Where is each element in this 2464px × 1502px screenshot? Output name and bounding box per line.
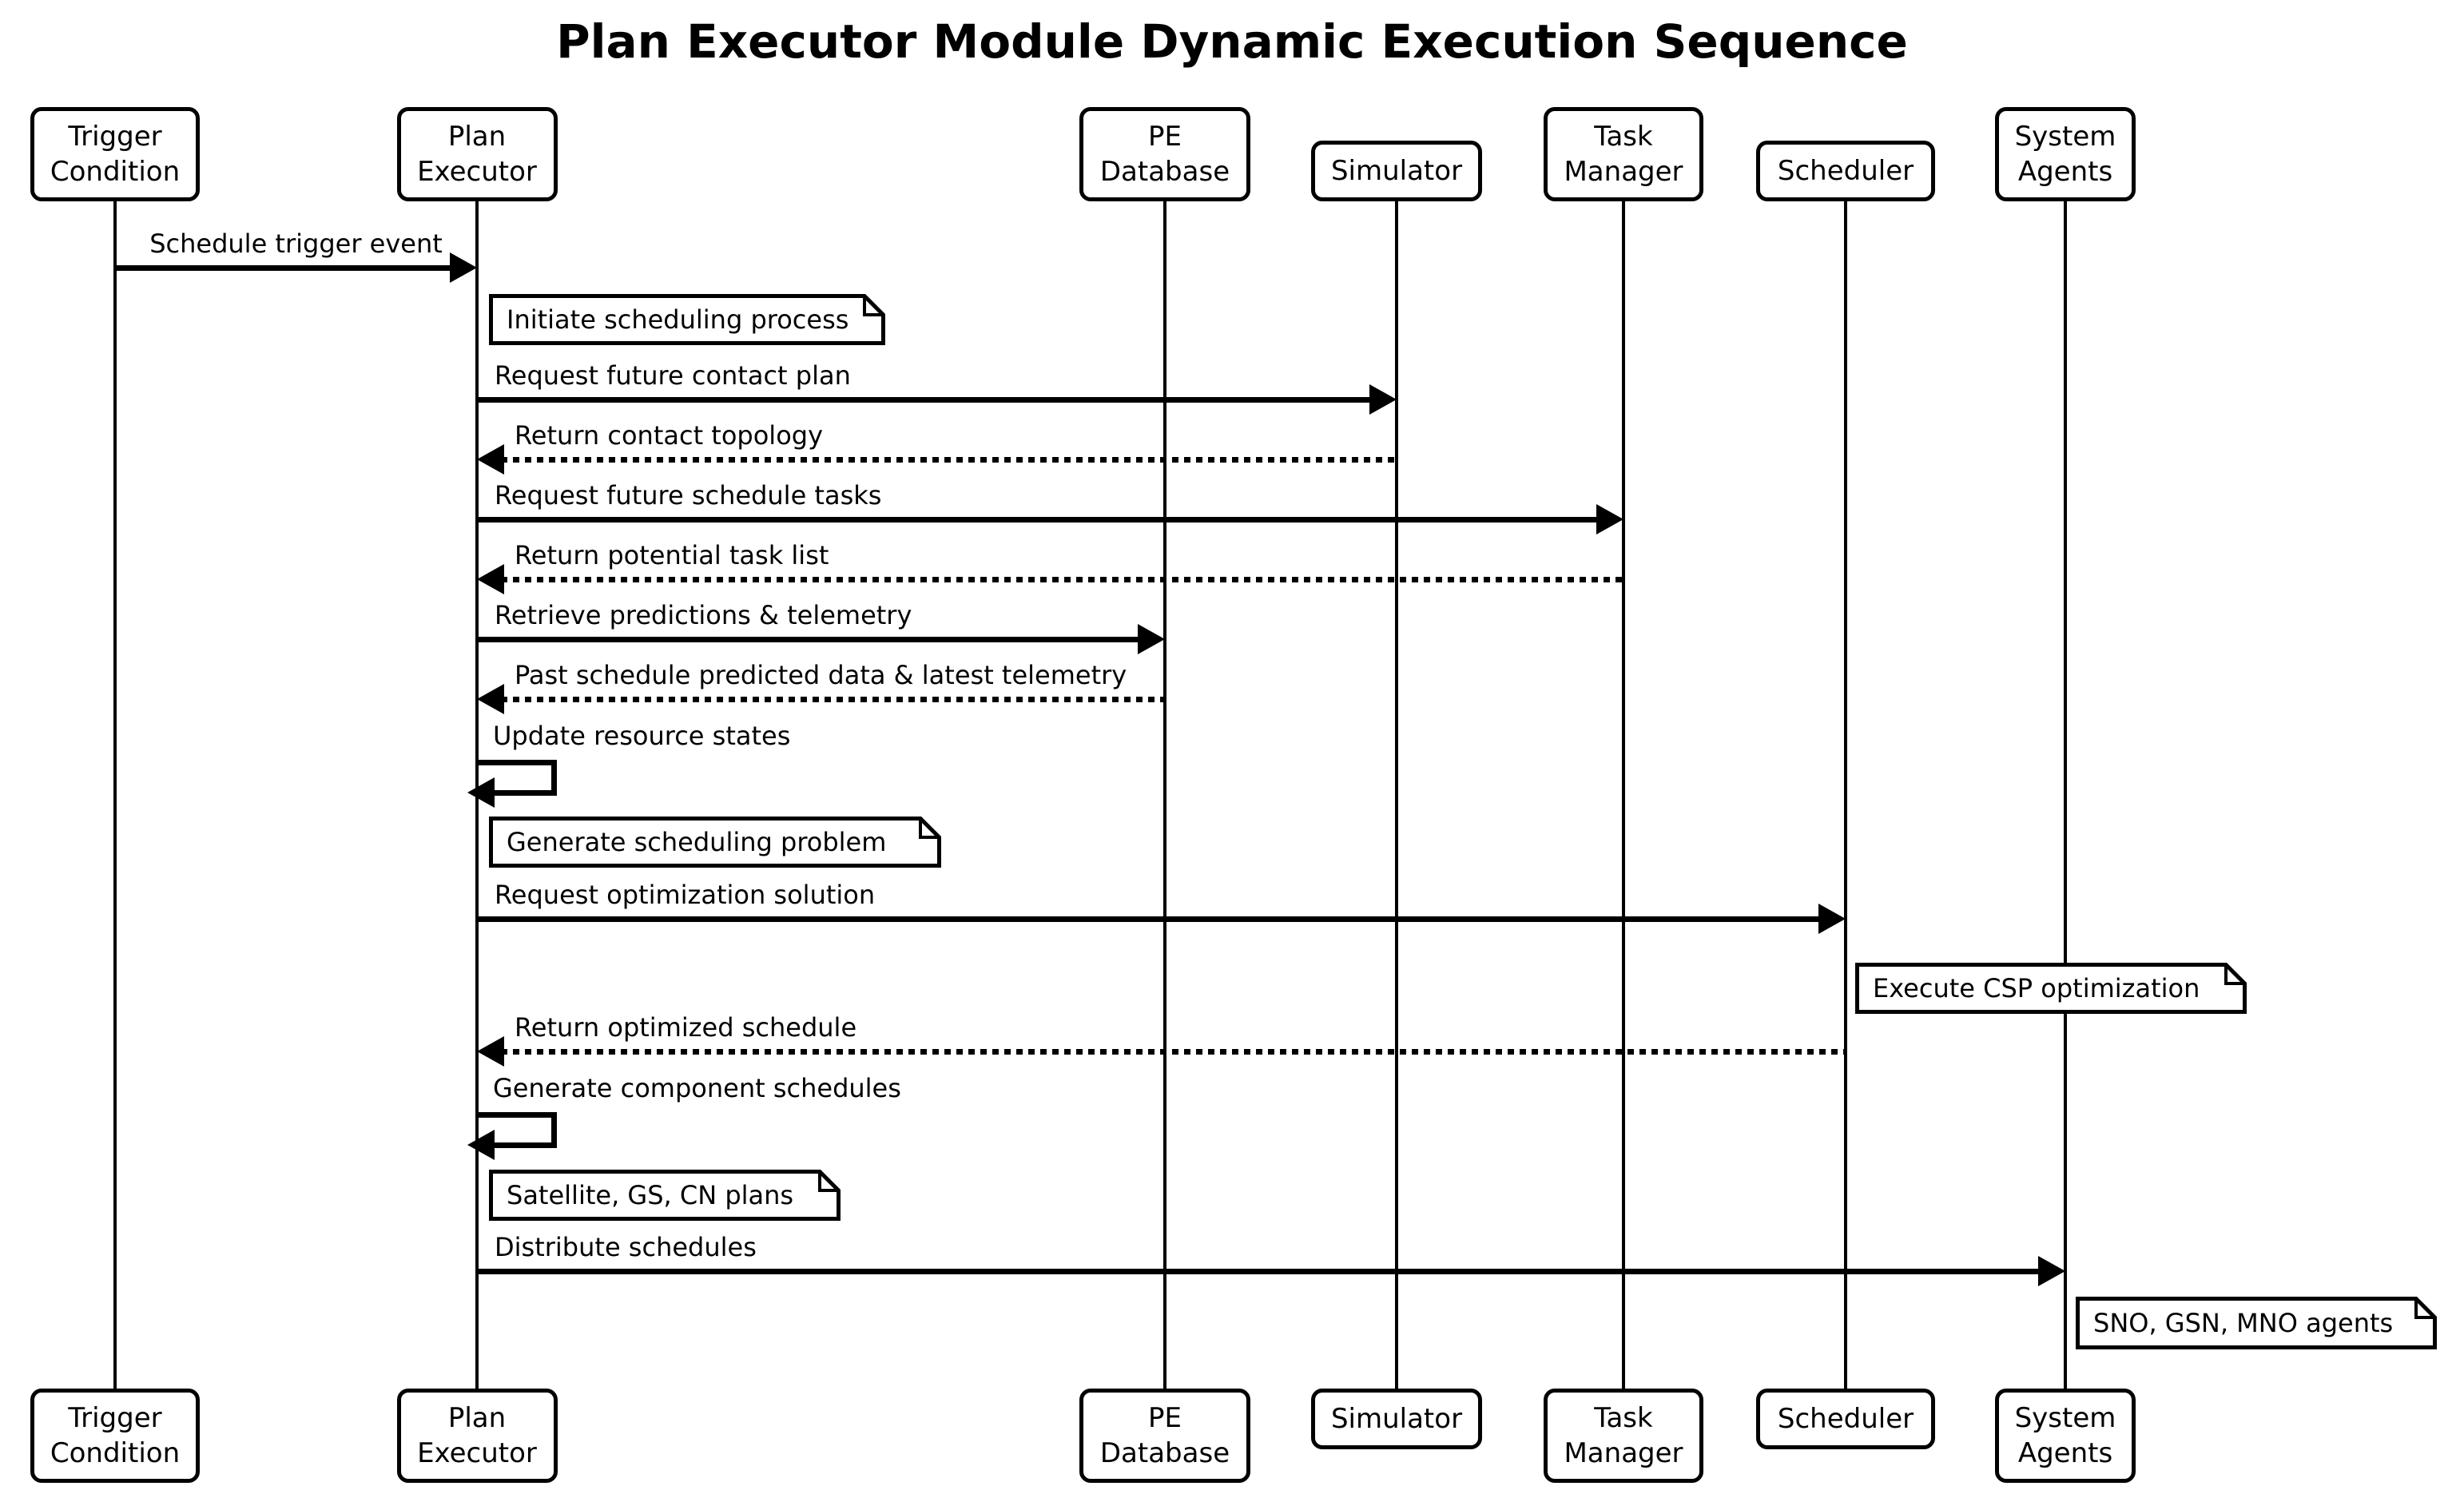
message-label: Past schedule predicted data & latest te… bbox=[515, 660, 1127, 690]
participant-top-trigger-condition: Trigger Condition bbox=[30, 107, 200, 201]
arrowhead-icon bbox=[467, 1130, 495, 1160]
note-label: Satellite, GS, CN plans bbox=[507, 1180, 794, 1210]
note-plan-executor: Generate scheduling problem bbox=[489, 817, 941, 868]
participant-top-simulator: Simulator bbox=[1311, 141, 1482, 201]
note-label: Execute CSP optimization bbox=[1873, 973, 2200, 1003]
message-line bbox=[115, 265, 453, 271]
participant-top-plan-executor: Plan Executor bbox=[396, 107, 558, 201]
participant-top-pe-database: PE Database bbox=[1079, 107, 1250, 201]
participant-bottom-scheduler: Scheduler bbox=[1756, 1389, 1935, 1449]
arrowhead-icon bbox=[1369, 384, 1397, 415]
participant-top-system-agents: System Agents bbox=[1995, 107, 2136, 201]
arrowhead-icon bbox=[1818, 904, 1846, 934]
message-label: Retrieve predictions & telemetry bbox=[495, 600, 912, 630]
message-line bbox=[501, 697, 1165, 702]
message-label: Request optimization solution bbox=[495, 880, 876, 910]
message-line bbox=[501, 577, 1623, 582]
self-loop-top bbox=[477, 1112, 557, 1118]
self-loop-top bbox=[477, 760, 557, 765]
message-label: Return contact topology bbox=[515, 420, 824, 451]
lifeline-pe-database bbox=[1163, 201, 1166, 1389]
message-line bbox=[501, 1049, 1846, 1055]
lifeline-system-agents bbox=[2064, 201, 2067, 1389]
self-message-label: Update resource states bbox=[493, 721, 791, 751]
self-loop-right bbox=[551, 1112, 557, 1148]
message-label: Request future contact plan bbox=[495, 360, 851, 391]
message-label: Request future schedule tasks bbox=[495, 480, 882, 511]
self-loop-right bbox=[551, 760, 557, 796]
message-line bbox=[477, 517, 1600, 523]
arrowhead-icon bbox=[477, 444, 504, 475]
note-system-agents: SNO, GSN, MNO agents bbox=[2076, 1297, 2437, 1349]
message-label: Return optimized schedule bbox=[515, 1012, 857, 1043]
self-message-label: Generate component schedules bbox=[493, 1073, 901, 1103]
participant-bottom-pe-database: PE Database bbox=[1079, 1389, 1250, 1483]
arrowhead-icon bbox=[477, 1036, 504, 1067]
message-label: Return potential task list bbox=[515, 540, 829, 570]
page-title: Plan Executor Module Dynamic Execution S… bbox=[556, 14, 1908, 69]
message-line bbox=[477, 916, 1822, 922]
arrowhead-icon bbox=[477, 564, 504, 594]
message-line bbox=[477, 637, 1141, 642]
participant-bottom-task-manager: Task Manager bbox=[1544, 1389, 1703, 1483]
participant-top-scheduler: Scheduler bbox=[1756, 141, 1935, 201]
participant-bottom-plan-executor: Plan Executor bbox=[396, 1389, 558, 1483]
arrowhead-icon bbox=[450, 252, 477, 283]
lifeline-task-manager bbox=[1622, 201, 1625, 1389]
lifeline-scheduler bbox=[1844, 201, 1847, 1389]
arrowhead-icon bbox=[467, 777, 495, 808]
participant-bottom-system-agents: System Agents bbox=[1995, 1389, 2136, 1483]
participant-bottom-trigger-condition: Trigger Condition bbox=[30, 1389, 200, 1483]
arrowhead-icon bbox=[1138, 624, 1165, 654]
self-loop-bottom bbox=[495, 1142, 551, 1148]
message-line bbox=[501, 457, 1397, 463]
note-label: SNO, GSN, MNO agents bbox=[2093, 1308, 2394, 1338]
arrowhead-icon bbox=[1596, 504, 1623, 534]
participant-top-task-manager: Task Manager bbox=[1544, 107, 1703, 201]
note-plan-executor: Satellite, GS, CN plans bbox=[489, 1170, 841, 1221]
lifeline-simulator bbox=[1395, 201, 1398, 1389]
note-plan-executor: Initiate scheduling process bbox=[489, 294, 885, 345]
message-line bbox=[477, 397, 1373, 403]
message-label: Distribute schedules bbox=[495, 1232, 757, 1262]
arrowhead-icon bbox=[2038, 1256, 2065, 1286]
note-label: Generate scheduling problem bbox=[507, 827, 887, 857]
message-label: Schedule trigger event bbox=[149, 228, 443, 259]
note-label: Initiate scheduling process bbox=[507, 304, 849, 335]
arrowhead-icon bbox=[477, 684, 504, 714]
self-loop-bottom bbox=[495, 790, 551, 796]
lifeline-trigger-condition bbox=[113, 201, 117, 1389]
participant-bottom-simulator: Simulator bbox=[1311, 1389, 1482, 1449]
message-line bbox=[477, 1269, 2041, 1274]
note-scheduler: Execute CSP optimization bbox=[1855, 963, 2247, 1014]
